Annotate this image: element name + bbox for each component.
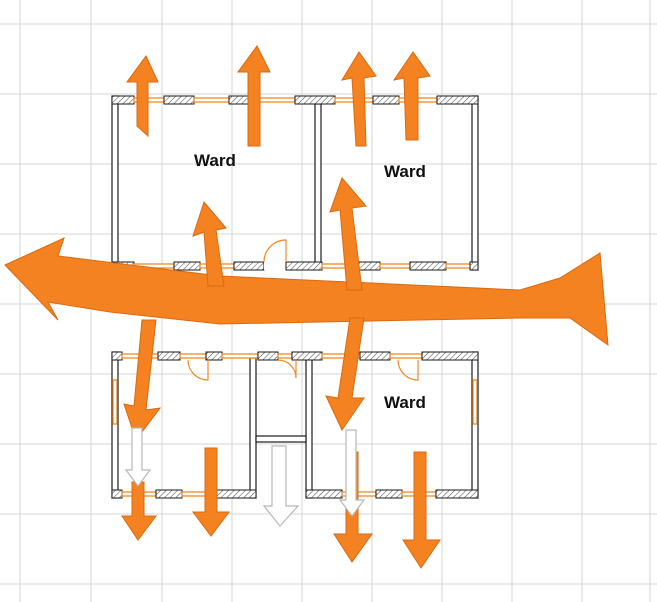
ghost-arrow-down-icon: [262, 445, 300, 527]
alternate-arrows: [124, 427, 366, 527]
room-arrow-down-icon: [325, 317, 365, 432]
exit-arrow-up-icon: [392, 51, 431, 141]
exit-arrow-up-icon: [126, 55, 159, 138]
ghost-arrow-down-icon: [124, 427, 152, 487]
exit-arrow-up-icon: [237, 45, 271, 147]
room-arrow-up-icon: [192, 200, 227, 287]
exit-arrow-down-icon: [121, 481, 157, 541]
exit-arrow-down-icon: [402, 451, 441, 569]
exit-arrow-down-icon: [192, 447, 230, 537]
room-label-top-right: Ward: [384, 162, 426, 181]
room-arrow-up-icon: [329, 177, 367, 291]
evacuation-arrows: [4, 45, 609, 569]
room-label-bottom-right: Ward: [384, 393, 426, 412]
room-label-top-left: Ward: [194, 151, 236, 170]
room-arrow-down-icon: [123, 319, 162, 442]
building-walls: [111, 95, 479, 499]
exit-arrow-up-icon: [340, 51, 377, 147]
ghost-arrow-down-icon: [338, 429, 366, 517]
corridor-arrow-left-icon: [4, 237, 609, 347]
